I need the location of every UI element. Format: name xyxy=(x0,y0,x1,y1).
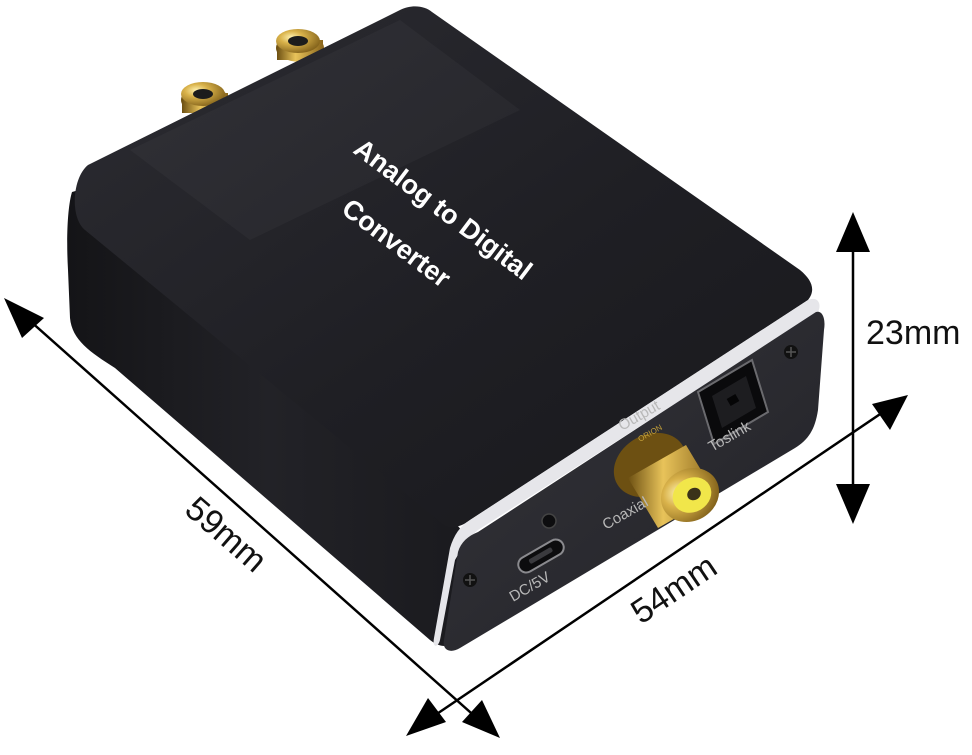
screw-left-icon xyxy=(463,573,477,587)
width-dimension-arrow-icon xyxy=(406,395,908,736)
converter-body xyxy=(67,6,825,651)
body-top-face xyxy=(74,6,813,528)
usb-c-power-port[interactable] xyxy=(515,537,566,576)
front-bevel-edge xyxy=(433,298,820,646)
length-dimension-label: 59mm xyxy=(178,489,274,580)
power-led-icon xyxy=(541,513,557,529)
length-dimension-arrow-icon xyxy=(4,298,500,738)
screw-right-icon xyxy=(784,345,798,359)
coaxial-output-port[interactable] xyxy=(602,420,729,532)
height-dimension-arrow-icon xyxy=(836,212,870,524)
height-dimension-label: 23mm xyxy=(866,314,960,352)
width-dimension-label: 54mm xyxy=(624,547,724,631)
toslink-optical-port[interactable] xyxy=(696,358,770,446)
